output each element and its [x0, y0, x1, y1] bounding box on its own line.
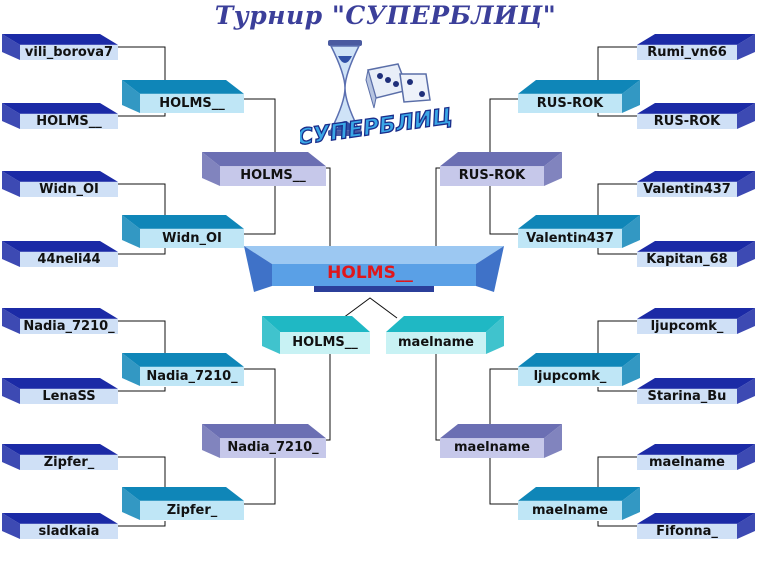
superblitz-logo: СУПЕРБЛИЦ — [300, 40, 455, 151]
player-name: Rumi_vn66 — [647, 44, 727, 60]
left-r2-slot: Widn_OI — [122, 215, 244, 248]
left-r1-slot: Zipfer_ — [2, 444, 118, 470]
player-name: sladkaia — [38, 523, 100, 539]
champion-name: HOLMS__ — [327, 263, 413, 283]
right-r1-slot: ljupcomk_ — [637, 308, 755, 334]
left-r3-slot: HOLMS__ — [202, 152, 326, 186]
left-r1-slot: Nadia_7210_ — [2, 308, 118, 334]
left-r1-slot: LenaSS — [2, 378, 118, 404]
logo-text: СУПЕРБЛИЦ — [300, 104, 454, 151]
left-r2-slot: Nadia_7210_ — [122, 353, 244, 386]
right-r1-slot: maelname — [637, 444, 755, 470]
player-name: HOLMS__ — [36, 113, 102, 129]
left-r2-slot: HOLMS__ — [122, 80, 244, 113]
player-name: Valentin437 — [526, 230, 614, 246]
right-r1-slot: Valentin437 — [637, 171, 755, 197]
player-name: HOLMS__ — [292, 334, 358, 350]
player-name: Zipfer_ — [43, 454, 95, 470]
player-name: Nadia_7210_ — [23, 318, 115, 334]
semifinal-left-slot: HOLMS__ — [262, 316, 370, 354]
player-name: Valentin437 — [643, 181, 731, 197]
right-r2-slot: RUS-ROK — [518, 80, 640, 113]
player-name: RUS-ROK — [653, 113, 721, 129]
right-r2-slot: Valentin437 — [518, 215, 640, 248]
player-name: Nadia_7210_ — [227, 440, 319, 456]
player-name: ljupcomk_ — [533, 368, 607, 384]
left-r1-slot: 44neli44 — [2, 241, 118, 267]
left-r1-slot: vili_borova7 — [2, 34, 118, 60]
player-name: RUS-ROK — [458, 168, 526, 184]
player-name: 44neli44 — [37, 251, 101, 267]
final-banner — [244, 246, 504, 292]
right-r3-slot: maelname — [440, 424, 562, 458]
dice-icon — [365, 63, 431, 109]
player-name: maelname — [649, 454, 725, 470]
right-r2-slot: ljupcomk_ — [518, 353, 640, 386]
semifinal-right-slot: maelname — [386, 316, 504, 354]
player-name: maelname — [454, 440, 530, 456]
left-r2-slot: Zipfer_ — [122, 487, 244, 520]
player-name: Zipfer_ — [166, 502, 218, 518]
right-r1-slot: Fifonna_ — [637, 513, 755, 539]
right-r1-slot: Kapitan_68 — [637, 241, 755, 267]
right-r1-slot: Starina_Bu — [637, 378, 755, 404]
player-name: maelname — [398, 334, 474, 350]
player-name: Kapitan_68 — [646, 251, 728, 267]
right-r1-slot: RUS-ROK — [637, 103, 755, 129]
player-name: Widn_OI — [162, 230, 222, 246]
left-r1-slot: Widn_OI — [2, 171, 118, 197]
player-name: RUS-ROK — [536, 95, 604, 111]
hourglass-icon — [328, 40, 362, 136]
right-r2-slot: maelname — [518, 487, 640, 520]
player-name: LenaSS — [42, 388, 96, 404]
tournament-title: Турнир "СУПЕРБЛИЦ" — [214, 1, 557, 30]
player-name: Starina_Bu — [647, 388, 727, 404]
left-r3-slot: Nadia_7210_ — [202, 424, 326, 458]
player-name: Nadia_7210_ — [146, 368, 238, 384]
player-name: Widn_OI — [39, 181, 99, 197]
left-r1-slot: HOLMS__ — [2, 103, 118, 129]
player-name: HOLMS__ — [159, 95, 225, 111]
player-name: HOLMS__ — [240, 168, 306, 184]
player-name: ljupcomk_ — [650, 318, 724, 334]
right-r3-slot: RUS-ROK — [440, 152, 562, 186]
right-r1-slot: Rumi_vn66 — [637, 34, 755, 60]
player-name: maelname — [532, 502, 608, 518]
player-name: vili_borova7 — [24, 44, 114, 60]
left-r1-slot: sladkaia — [2, 513, 118, 539]
player-name: Fifonna_ — [656, 523, 718, 539]
